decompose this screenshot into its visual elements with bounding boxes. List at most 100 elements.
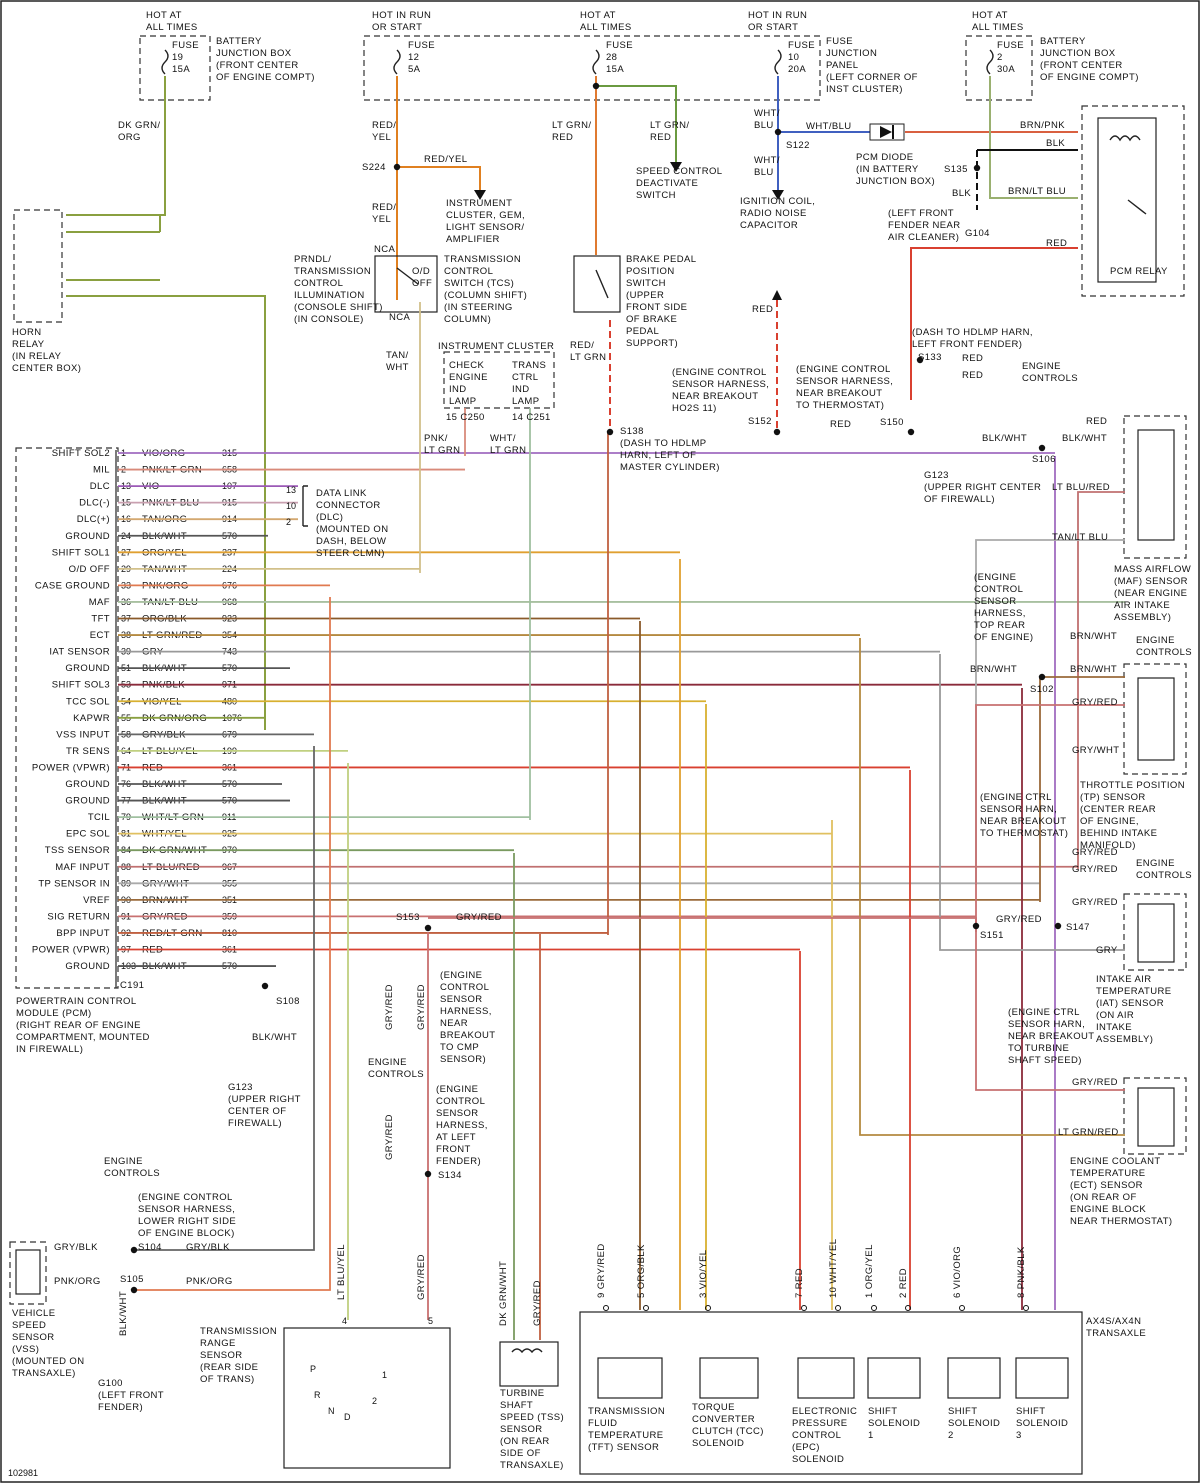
label-ltgrn-red: LT GRN/RED bbox=[650, 120, 689, 143]
label-gry-red: GRY/RED bbox=[1072, 697, 1118, 708]
pcm-pin-label: TFT bbox=[91, 614, 110, 625]
transaxle-pin-label: 10 WHT/YEL bbox=[828, 1239, 839, 1298]
splice-dot bbox=[907, 428, 915, 436]
transaxle-pin-label: 8 PNK/BLK bbox=[1016, 1246, 1027, 1298]
transaxle-pin-terminal bbox=[959, 1305, 965, 1311]
label-gry-red: GRY/RED bbox=[1072, 864, 1118, 875]
tr-pin: 5 bbox=[428, 1316, 433, 1326]
pcm-pin-label: ECT bbox=[90, 630, 110, 641]
pcm-pin-label: TSS SENSOR bbox=[45, 845, 110, 856]
pcm-pin-label: POWER (VPWR) bbox=[32, 945, 110, 956]
route-wire bbox=[135, 597, 331, 1291]
label-pnk-ltgrn: PNK/LT GRN bbox=[424, 433, 460, 456]
route-wire bbox=[428, 917, 977, 932]
tr-position: R bbox=[314, 1390, 321, 1400]
label-ltgrn-red-h: LT GRN/RED bbox=[1058, 1127, 1119, 1138]
label-blk: BLK bbox=[952, 188, 971, 199]
pcm-pin-label: BPP INPUT bbox=[56, 928, 110, 939]
transaxle-pin-label: 6 VIO/ORG bbox=[952, 1246, 963, 1298]
pcm-pin-label: EPC SOL bbox=[66, 829, 110, 840]
label-tp-sensor: THROTTLE POSITION(TP) SENSOR(CENTER REAR… bbox=[1080, 780, 1185, 851]
od-switch bbox=[374, 255, 438, 313]
pcm-pin-label: SHIFT SOL2 bbox=[52, 448, 110, 459]
label-blk-wht: BLK/WHT bbox=[982, 433, 1027, 444]
label-brn-pnk: BRN/PNK bbox=[1020, 120, 1065, 131]
label-red-yel-h: RED/YEL bbox=[424, 154, 467, 165]
label-nca: NCA bbox=[389, 312, 411, 323]
label-red-yel: RED/YEL bbox=[372, 120, 396, 143]
pcm-pin-label: GROUND bbox=[65, 663, 110, 674]
transaxle-pin-terminal bbox=[835, 1305, 841, 1311]
label-red-ltgrn: RED/LT GRN bbox=[570, 340, 606, 363]
label-s102: S102 bbox=[1030, 684, 1054, 695]
label-wht-blu: WHT/BLU bbox=[754, 155, 780, 178]
transaxle-pin-terminal bbox=[905, 1305, 911, 1311]
label-red-yel: RED/YEL bbox=[372, 202, 396, 225]
vertical-wire-label: BLK/WHT bbox=[118, 1291, 129, 1336]
pcm-pin-label: DLC bbox=[90, 481, 110, 492]
splice-dot bbox=[972, 922, 980, 930]
label-s134: S134 bbox=[438, 1170, 462, 1181]
pcm-pin-label: TP SENSOR IN bbox=[38, 878, 110, 889]
label-wht-ltgrn: WHT/LT GRN bbox=[490, 433, 526, 456]
pcm-pin-label: GROUND bbox=[65, 961, 110, 972]
tr-position: N bbox=[328, 1406, 335, 1416]
label-gry-red: GRY/RED bbox=[1072, 1077, 1118, 1088]
transaxle-pin-terminal bbox=[801, 1305, 807, 1311]
transaxle-components bbox=[597, 1357, 1069, 1399]
pcm-pin-label: SHIFT SOL1 bbox=[52, 547, 110, 558]
vss-sensor bbox=[9, 1241, 47, 1305]
splice-dot bbox=[1038, 673, 1046, 681]
pcm-relay bbox=[1081, 105, 1185, 297]
dlc-connector bbox=[302, 485, 308, 527]
label-s135: S135 bbox=[944, 164, 968, 175]
label-s108: S108 bbox=[276, 996, 300, 1007]
transaxle-pin-label: 3 VIO/YEL bbox=[698, 1250, 709, 1298]
transaxle-pin-label: 9 GRY/RED bbox=[596, 1243, 607, 1298]
label-s122: S122 bbox=[786, 140, 810, 151]
pcm-diode bbox=[869, 123, 905, 141]
pcm-pin-label: KAPWR bbox=[73, 713, 110, 724]
splice-dot bbox=[424, 924, 432, 932]
pcm-pin-label: TR SENS bbox=[66, 746, 110, 757]
pcm-pin-label: MAF bbox=[89, 597, 110, 608]
tr-position: P bbox=[310, 1364, 316, 1374]
label-s147: S147 bbox=[1066, 922, 1090, 933]
label-s133-desc: (DASH TO HDLMP HARN,LEFT FRONT FENDER) bbox=[912, 327, 1033, 350]
label-inst-cluster: INSTRUMENT CLUSTER bbox=[438, 341, 554, 352]
label-c251: 14 C251 bbox=[512, 412, 551, 423]
label-brn-wht: BRN/WHT bbox=[1070, 631, 1117, 642]
label-gry-wht: GRY/WHT bbox=[1072, 745, 1119, 756]
label-s106: S106 bbox=[1032, 454, 1056, 465]
route-wire bbox=[859, 638, 1125, 1136]
label-wht-blu: WHT/BLU bbox=[754, 108, 780, 131]
iat-sensor bbox=[1123, 893, 1187, 971]
pcm-pin-label: IAT SENSOR bbox=[49, 647, 110, 658]
splice-dot bbox=[393, 163, 401, 171]
pcm-wires bbox=[118, 82, 1125, 1340]
label-gry-blk: GRY/BLK bbox=[186, 1242, 230, 1253]
pcm-pin-label: MAF INPUT bbox=[55, 862, 110, 873]
